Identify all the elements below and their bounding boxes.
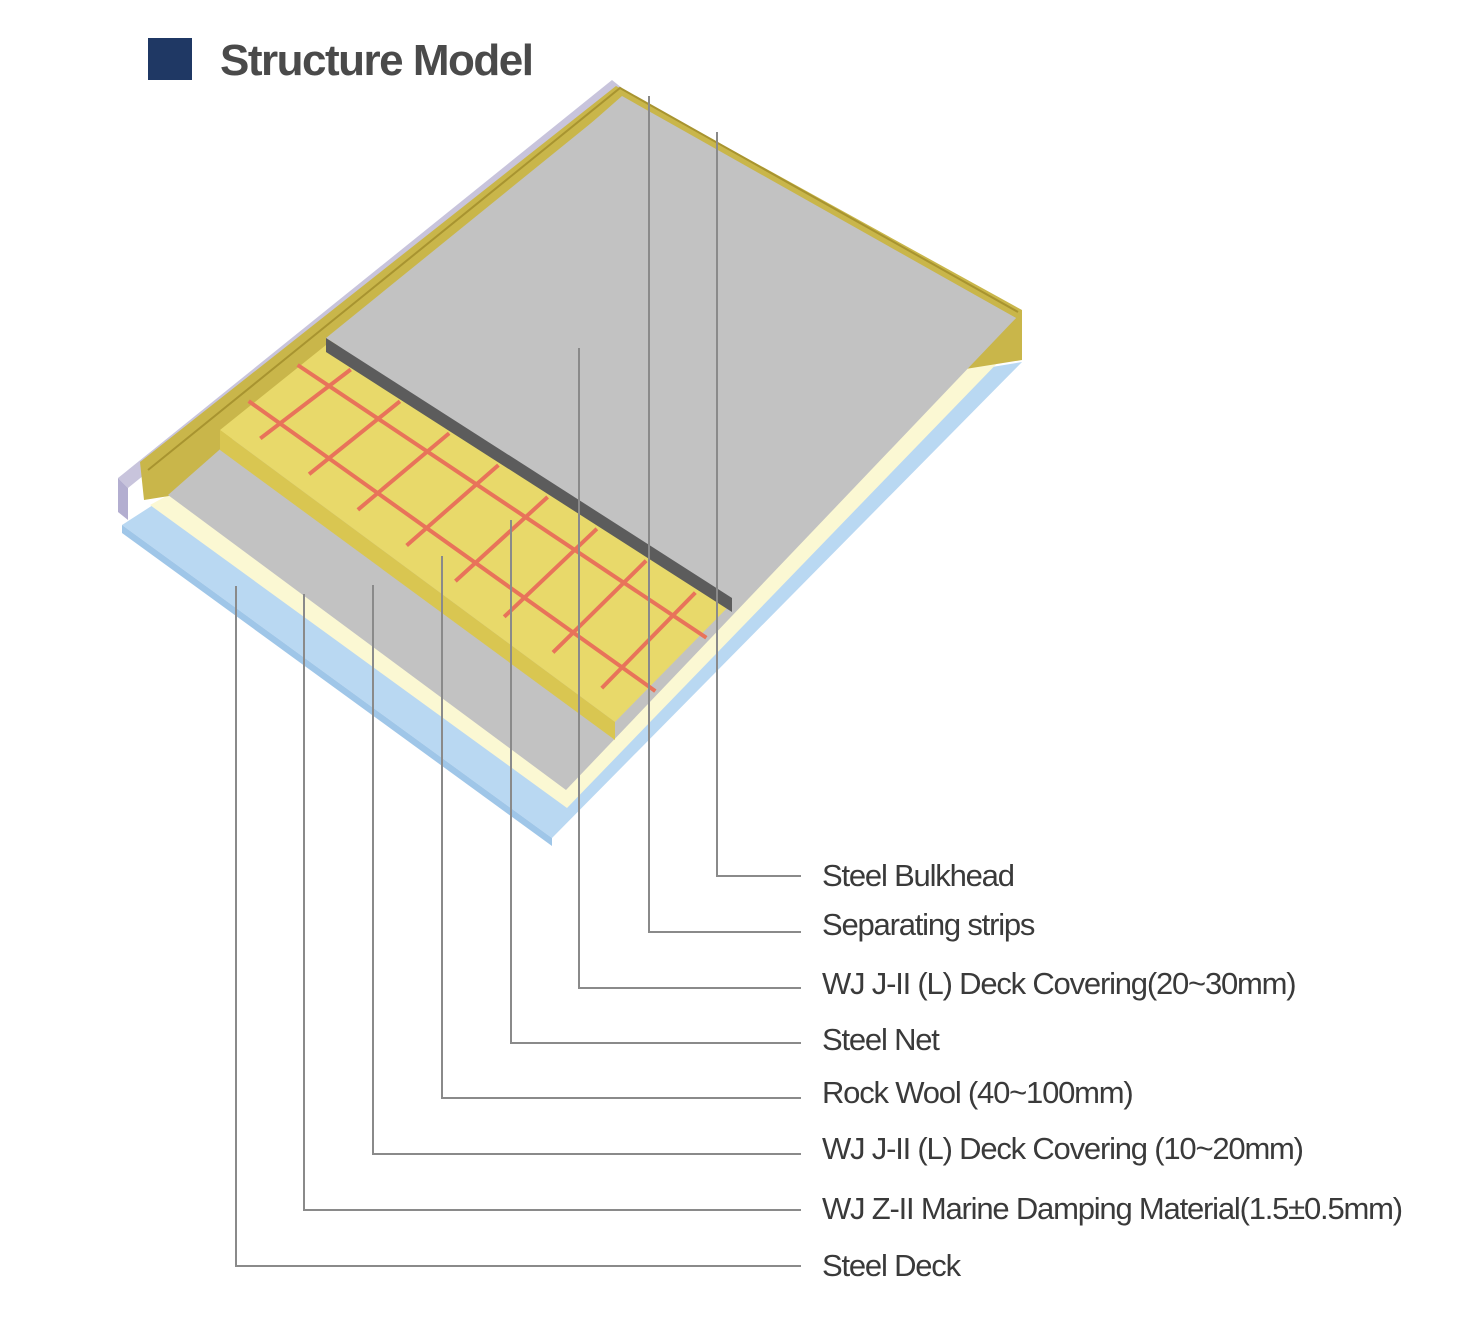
label-rock-wool: Rock Wool (40~100mm) <box>822 1075 1134 1110</box>
leader-line-deck-covering-top <box>578 348 801 989</box>
label-steel-deck: Steel Deck <box>822 1248 961 1283</box>
steel-net-bar-cross-6 <box>551 559 648 654</box>
steel-net-bar-cross-4 <box>454 495 549 583</box>
steel-net-bar-cross-5 <box>502 527 599 619</box>
label-damping-material: WJ Z-II Marine Damping Material(1.5±0.5m… <box>822 1191 1403 1226</box>
steel-net-bar-long-0 <box>247 399 657 693</box>
steel-net-bar-cross-3 <box>405 463 500 547</box>
leader-line-separating-strips <box>648 96 801 933</box>
title-marker-square <box>148 38 192 80</box>
rock-wool-slab-front <box>220 430 615 740</box>
label-deck-covering-top: WJ J-II (L) Deck Covering(20~30mm) <box>822 966 1297 1001</box>
leader-line-deck-covering-bottom <box>372 585 801 1155</box>
rock-wool-slab-top <box>220 345 730 722</box>
label-separating-strips: Separating strips <box>822 907 1035 942</box>
bulkhead-outer-face-left <box>118 478 128 520</box>
leader-lines <box>235 96 801 1267</box>
leader-line-steel-deck <box>235 586 801 1267</box>
label-steel-bulkhead: Steel Bulkhead <box>822 858 1015 893</box>
deck-covering-top-slab <box>326 98 1016 598</box>
steel-deck-edge <box>122 525 552 846</box>
steel-net-bar-cross-0 <box>259 367 352 441</box>
steel-net-bar-cross-1 <box>307 399 402 476</box>
leader-line-steel-net <box>510 520 801 1044</box>
page-title: Structure Model <box>220 36 534 85</box>
leader-line-damping-material <box>303 594 801 1211</box>
label-steel-net: Steel Net <box>822 1022 940 1057</box>
leader-line-steel-bulkhead <box>716 132 801 877</box>
steel-net-bar-cross-2 <box>356 431 451 512</box>
steel-net-bar-long-1 <box>296 363 708 640</box>
leader-line-rock-wool <box>441 556 801 1099</box>
bulkhead-frame-trim <box>147 86 1019 471</box>
label-deck-covering-bottom: WJ J-II (L) Deck Covering (10~20mm) <box>822 1131 1304 1166</box>
deck-covering-top-front <box>326 338 732 612</box>
